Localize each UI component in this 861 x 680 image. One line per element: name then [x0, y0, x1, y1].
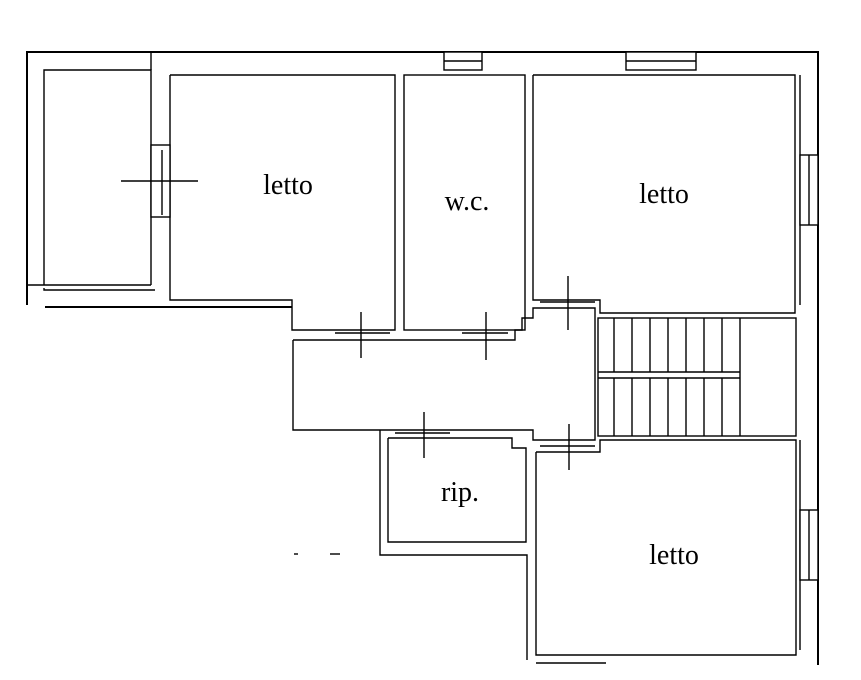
- label-bedroom-2: letto: [639, 179, 689, 210]
- corridor: [292, 307, 596, 441]
- room-bedroom-2: [532, 74, 796, 314]
- label-bedroom-1: letto: [263, 170, 313, 201]
- outer-walls: [26, 51, 819, 665]
- label-wc: w.c.: [445, 186, 490, 217]
- label-bedroom-3: letto: [649, 540, 699, 571]
- room-wc: [403, 74, 526, 331]
- stair-treads: [613, 318, 723, 436]
- room-bedroom-1: [169, 74, 396, 331]
- door-marks: [121, 150, 595, 470]
- windows: [150, 51, 819, 581]
- room-storage: [294, 430, 528, 660]
- staircase: [597, 317, 797, 437]
- room-bedroom-3: [535, 439, 797, 664]
- label-storage: rip.: [441, 477, 479, 508]
